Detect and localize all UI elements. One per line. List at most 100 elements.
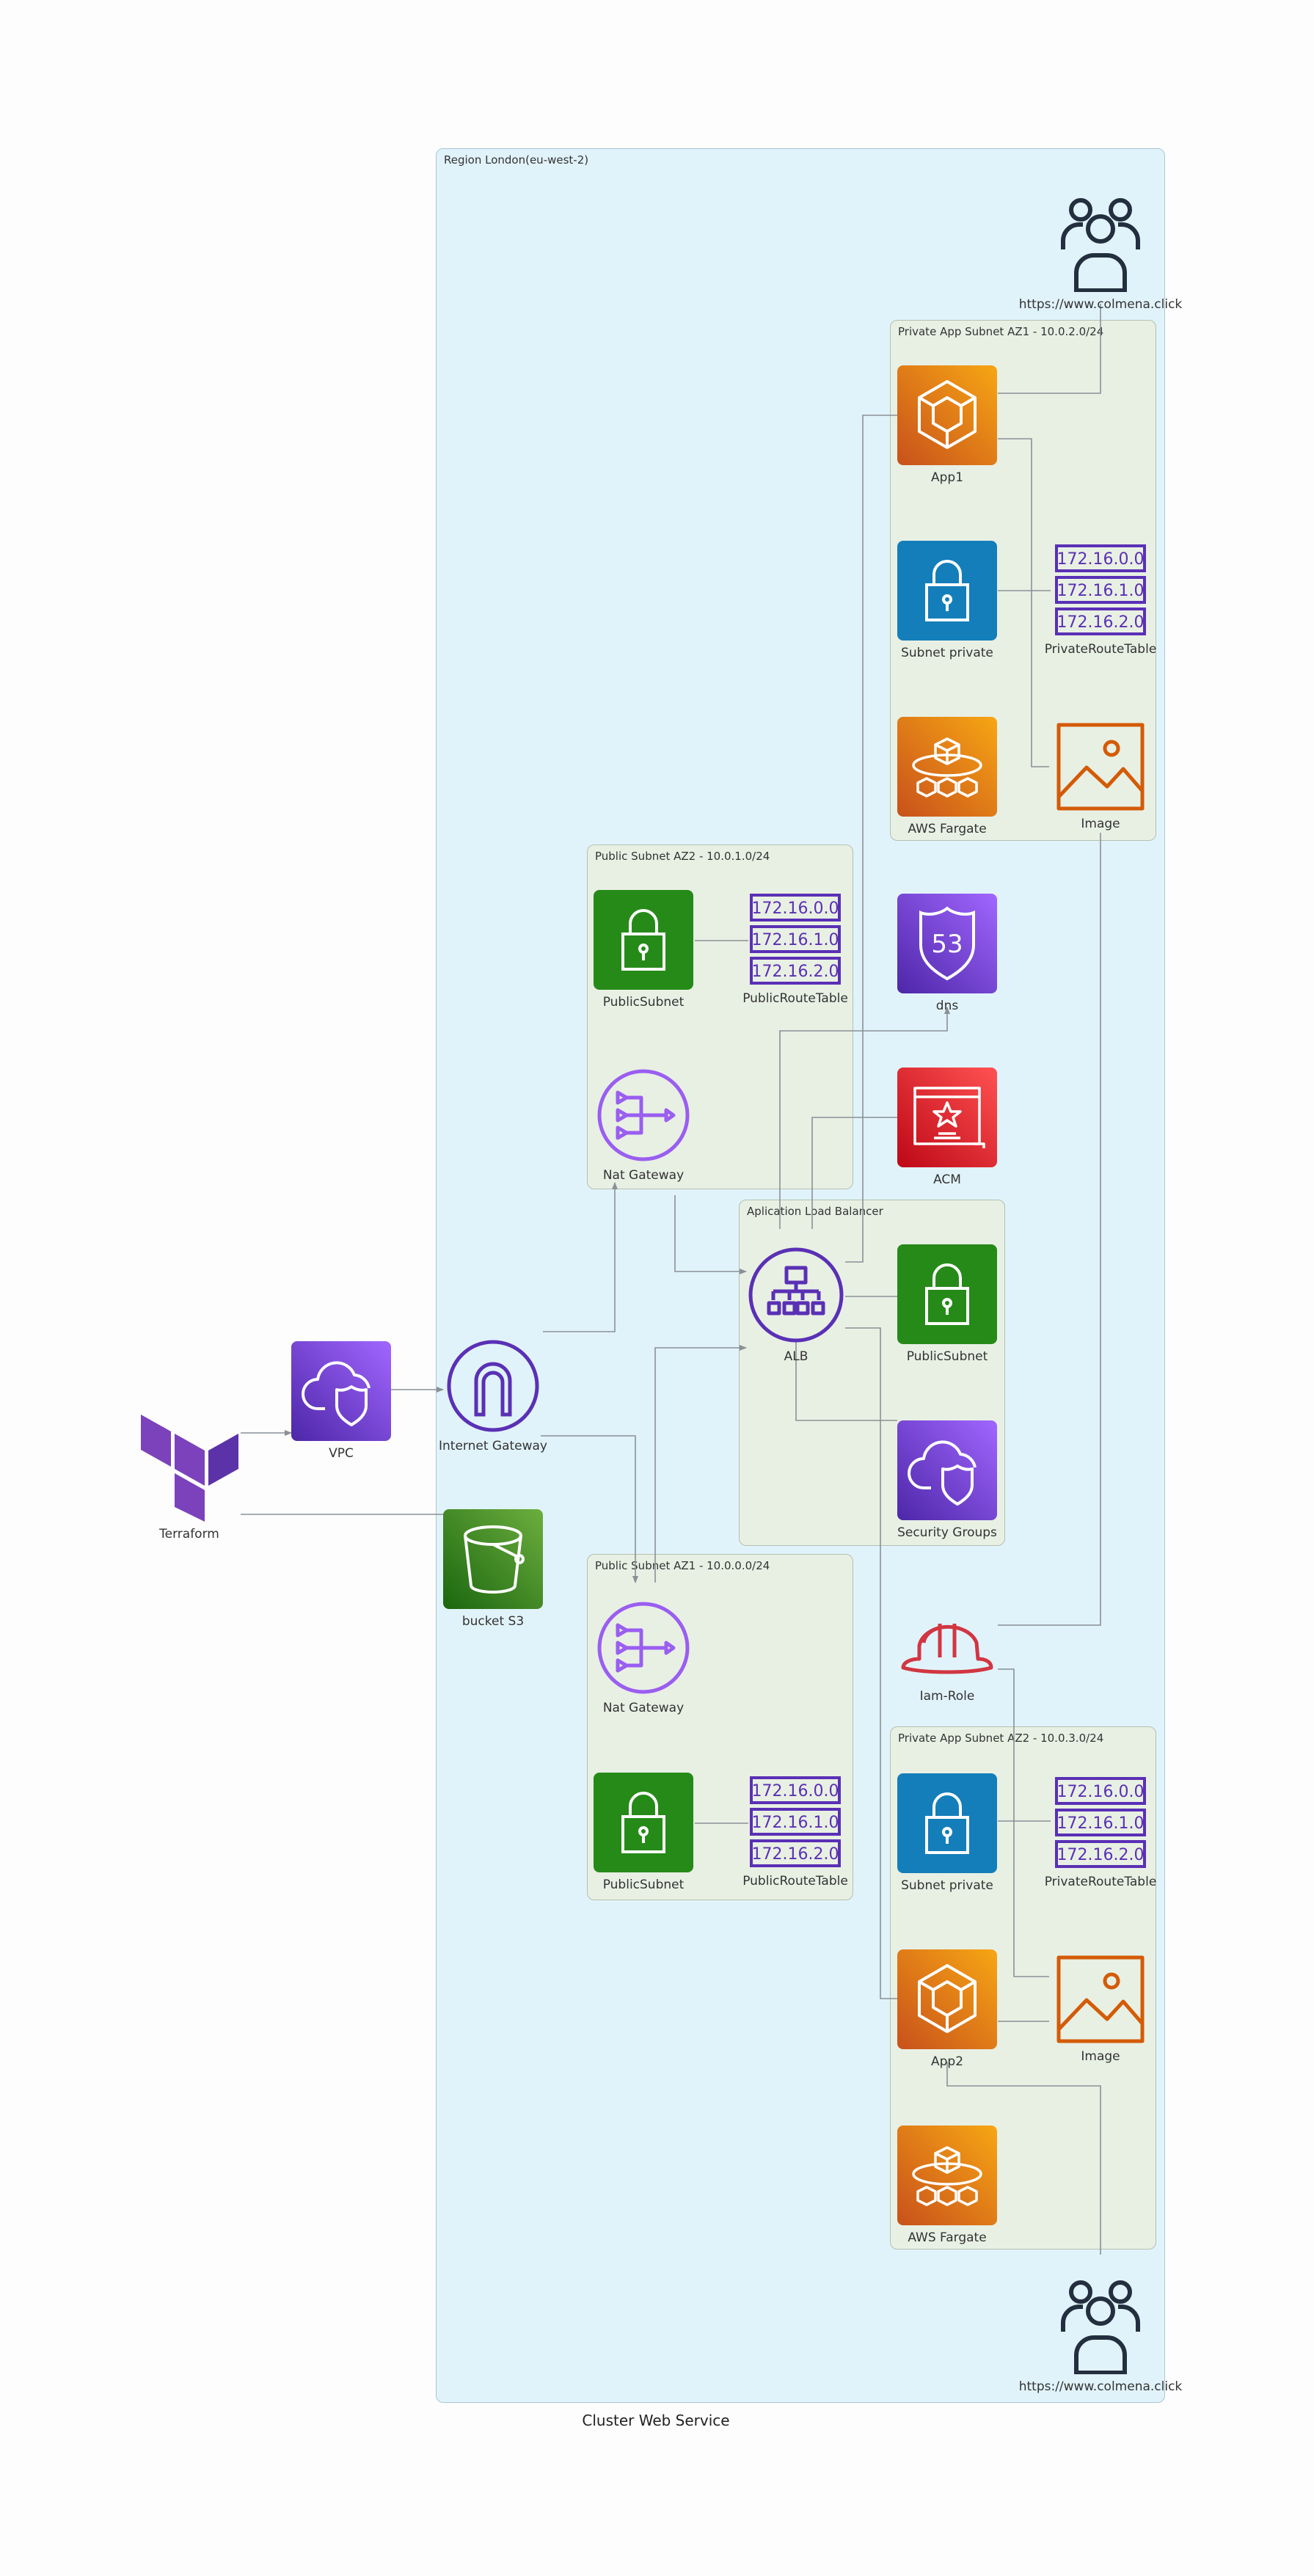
public-route-table-az2-node[interactable]: 172.16.0.0 172.16.1.0 172.16.2.0 PublicR… [729,892,861,1006]
s3-label: bucket S3 [461,1614,525,1629]
image-1-node[interactable]: Image [1042,722,1159,831]
load-balancer-icon [748,1247,844,1343]
dns-label: dns [935,999,959,1013]
route-table-icon: 172.16.0.0 172.16.1.0 172.16.2.0 [1055,1777,1146,1868]
rt-ip-3: 172.16.2.0 [752,1845,839,1864]
rt-ip-2: 172.16.1.0 [1057,582,1145,600]
nat-gateway-az1-node[interactable]: Nat Gateway [585,1600,702,1715]
cloud-shield-icon [897,1420,997,1520]
nat-az1-label: Nat Gateway [602,1701,685,1715]
terraform-logo-icon [141,1415,238,1522]
group-label: Public Subnet AZ1 - 10.0.0.0/24 [595,1559,770,1572]
fargate-icon [897,717,997,817]
security-groups-label: Security Groups [897,1525,997,1540]
alb-label: ALB [784,1349,809,1364]
subnet-private-2-node[interactable]: Subnet private [888,1773,1006,1893]
group-label: Private App Subnet AZ2 - 10.0.3.0/24 [898,1732,1104,1745]
lock-icon [897,1773,997,1873]
public-subnet-az1-node[interactable]: PublicSubnet [585,1773,702,1892]
vpc-node[interactable]: VPC [282,1341,400,1461]
alb-public-subnet-node[interactable]: PublicSubnet [888,1244,1006,1364]
rt-ip-2: 172.16.1.0 [1057,1814,1145,1833]
acm-node[interactable]: ACM [888,1068,1006,1187]
nat-gateway-az2-node[interactable]: Nat Gateway [585,1068,702,1183]
edge-users-app1 [998,304,1101,394]
private-rt-1-label: PrivateRouteTable [1044,642,1157,657]
subnet-private-1-node[interactable]: Subnet private [888,541,1006,660]
ecs-container-icon [897,365,997,465]
image-icon [1056,723,1145,811]
alb-node[interactable]: ALB [737,1246,855,1364]
s3-bucket-icon [443,1509,543,1609]
rt-ip-1: 172.16.0.0 [1057,550,1145,569]
iam-role-label: Iam-Role [919,1689,975,1704]
hard-hat-icon [901,1624,993,1674]
rt-ip-3: 172.16.2.0 [1057,613,1145,632]
private-route-table-1-node[interactable]: 172.16.0.0 172.16.1.0 172.16.2.0 Private… [1034,543,1167,657]
public-subnet-az2-label: PublicSubnet [602,995,685,1010]
app1-node[interactable]: App1 [888,365,1006,485]
image-1-label: Image [1081,817,1120,831]
dns-node[interactable]: 53 dns [888,894,1006,1013]
nat-gateway-icon [597,1602,690,1694]
igw-label: Internet Gateway [438,1439,547,1453]
lock-icon [897,1244,997,1344]
users-top-label: https://www.colmena.click [1018,297,1183,312]
region-label: Region London(eu-west-2) [444,153,589,167]
route-table-icon: 172.16.0.0 172.16.1.0 172.16.2.0 [1055,544,1146,635]
users-bottom-label: https://www.colmena.click [1018,2379,1183,2394]
users-icon [1061,2280,1140,2374]
internet-gateway-node[interactable]: Internet Gateway [427,1338,559,1453]
public-rt-az1-label: PublicRouteTable [742,1874,848,1889]
r53-badge-text: 53 [931,930,963,959]
fargate-2-label: AWS Fargate [908,2230,987,2245]
alb-public-subnet-label: PublicSubnet [906,1349,988,1364]
route-table-icon: 172.16.0.0 172.16.1.0 172.16.2.0 [750,894,841,985]
public-route-table-az1-node[interactable]: 172.16.0.0 172.16.1.0 172.16.2.0 PublicR… [729,1775,861,1889]
vpc-label: VPC [329,1446,354,1461]
edge-app2-users [946,2062,1101,2255]
edge-alb-acm [811,1117,897,1229]
terraform-node[interactable]: Terraform [131,1412,248,1541]
route-table-icon: 172.16.0.0 172.16.1.0 172.16.2.0 [750,1776,841,1867]
app2-node[interactable]: App2 [888,1949,1006,2069]
terraform-label: Terraform [159,1527,219,1541]
rt-ip-3: 172.16.2.0 [752,963,839,981]
lock-icon [594,1773,693,1872]
diagram-caption: Cluster Web Service [582,2412,730,2429]
rt-ip-2: 172.16.1.0 [752,931,839,949]
edge-nat-az1-alb [654,1345,747,1583]
image-2-node[interactable]: Image [1042,1955,1159,2064]
nat-az2-label: Nat Gateway [602,1168,685,1183]
fargate-1-node[interactable]: AWS Fargate [888,717,1006,836]
group-label: Private App Subnet AZ1 - 10.0.2.0/24 [898,325,1104,338]
users-top-node[interactable]: https://www.colmena.click [1012,197,1189,312]
security-groups-node[interactable]: Security Groups [888,1420,1006,1540]
cloud-shield-icon [291,1341,391,1441]
rt-ip-1: 172.16.0.0 [752,900,839,918]
edge-nat-az2-alb [674,1195,747,1274]
rt-ip-2: 172.16.1.0 [752,1814,839,1832]
public-subnet-az2-node[interactable]: PublicSubnet [585,890,702,1010]
fargate-2-node[interactable]: AWS Fargate [888,2126,1006,2245]
app1-label: App1 [930,470,964,485]
rt-ip-1: 172.16.0.0 [752,1782,839,1800]
s3-bucket-node[interactable]: bucket S3 [434,1509,552,1629]
ecs-container-icon [897,1949,997,2049]
image-2-label: Image [1081,2049,1120,2064]
edge-alb-secgroups [795,1341,897,1421]
subnet-private-1-label: Subnet private [901,646,993,660]
private-rt-2-label: PrivateRouteTable [1044,1875,1157,1889]
subnet-private-2-label: Subnet private [901,1878,993,1893]
acm-label: ACM [933,1172,961,1187]
edge-image1-iam [998,833,1101,1626]
certificate-icon [897,1068,997,1167]
edge-alb-app1 [845,415,897,1263]
app2-label: App2 [930,2054,964,2069]
private-route-table-2-node[interactable]: 172.16.0.0 172.16.1.0 172.16.2.0 Private… [1034,1776,1167,1889]
iam-role-node[interactable]: Iam-Role [888,1610,1006,1704]
route53-shield-icon: 53 [897,894,997,993]
edge-app1-image1 [998,438,1049,767]
fargate-1-label: AWS Fargate [908,822,987,836]
users-bottom-node[interactable]: https://www.colmena.click [1012,2279,1189,2394]
